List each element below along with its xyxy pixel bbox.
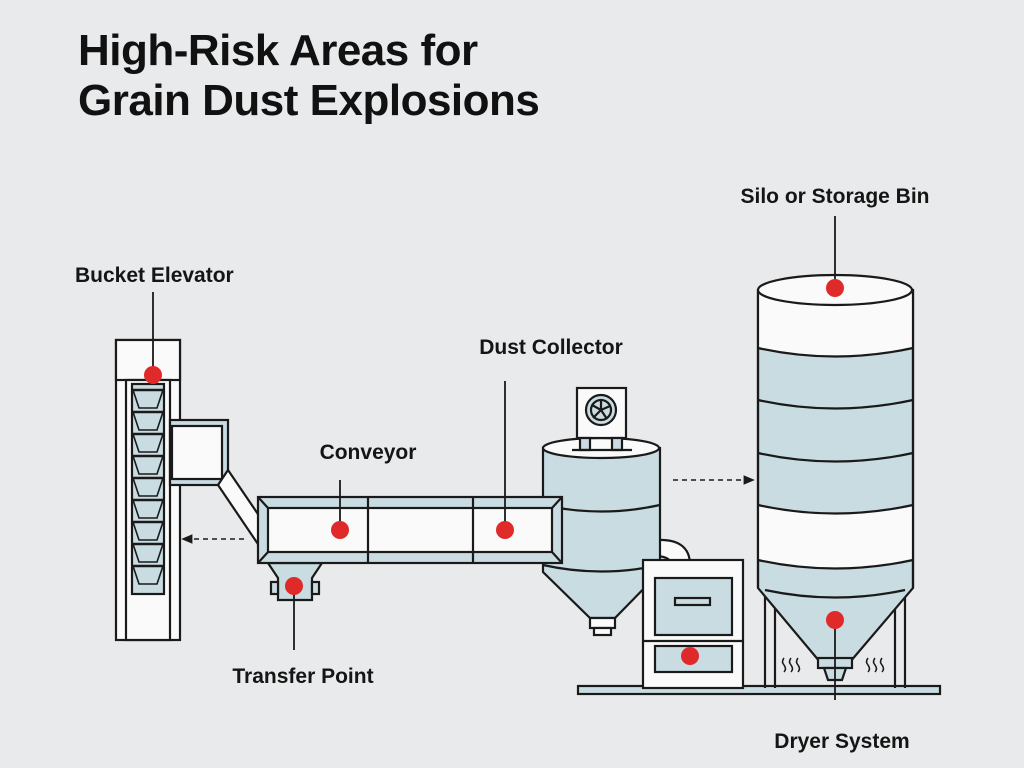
title-line-1: High-Risk Areas for [78,26,478,75]
label-silo: Silo or Storage Bin [740,185,929,208]
base-plate [576,684,942,696]
hazard-dot-silo [826,279,844,297]
dust-collector [541,386,662,637]
elevator-bucket [131,499,165,519]
bucket-elevator [114,338,182,642]
heat-icon [865,657,885,673]
elevator-bucket [131,543,165,563]
label-dryer: Dryer System [774,730,909,753]
label-bucket-elevator: Bucket Elevator [75,264,234,287]
elevator-bucket [131,521,165,541]
label-conveyor: Conveyor [320,441,417,464]
hazard-dot-dryer [681,647,699,665]
hazard-dot-transfer-point [285,577,303,595]
hazard-dot-silo-hopper [826,611,844,629]
elevator-bucket [131,455,165,475]
label-dust-collector: Dust Collector [479,336,623,359]
title-line-2: Grain Dust Explosions [78,76,540,125]
hazard-markers [144,279,844,665]
elevator-bucket [131,411,165,431]
dryer [641,558,745,690]
elevator-bucket [131,433,165,453]
hazard-dot-dust-collector [496,521,514,539]
label-transfer-point: Transfer Point [232,665,373,688]
silo [756,273,915,688]
elevator-bucket [131,477,165,497]
elevator-head-box [168,418,230,487]
conveyor [256,495,564,565]
hazard-dot-conveyor [331,521,349,539]
heat-icon [781,657,801,673]
elevator-bucket [131,389,165,409]
hazard-dot-bucket-elevator [144,366,162,384]
leader-lines [152,216,836,700]
elevator-bucket [131,565,165,585]
fan-icon [584,393,618,427]
chute [216,468,264,554]
